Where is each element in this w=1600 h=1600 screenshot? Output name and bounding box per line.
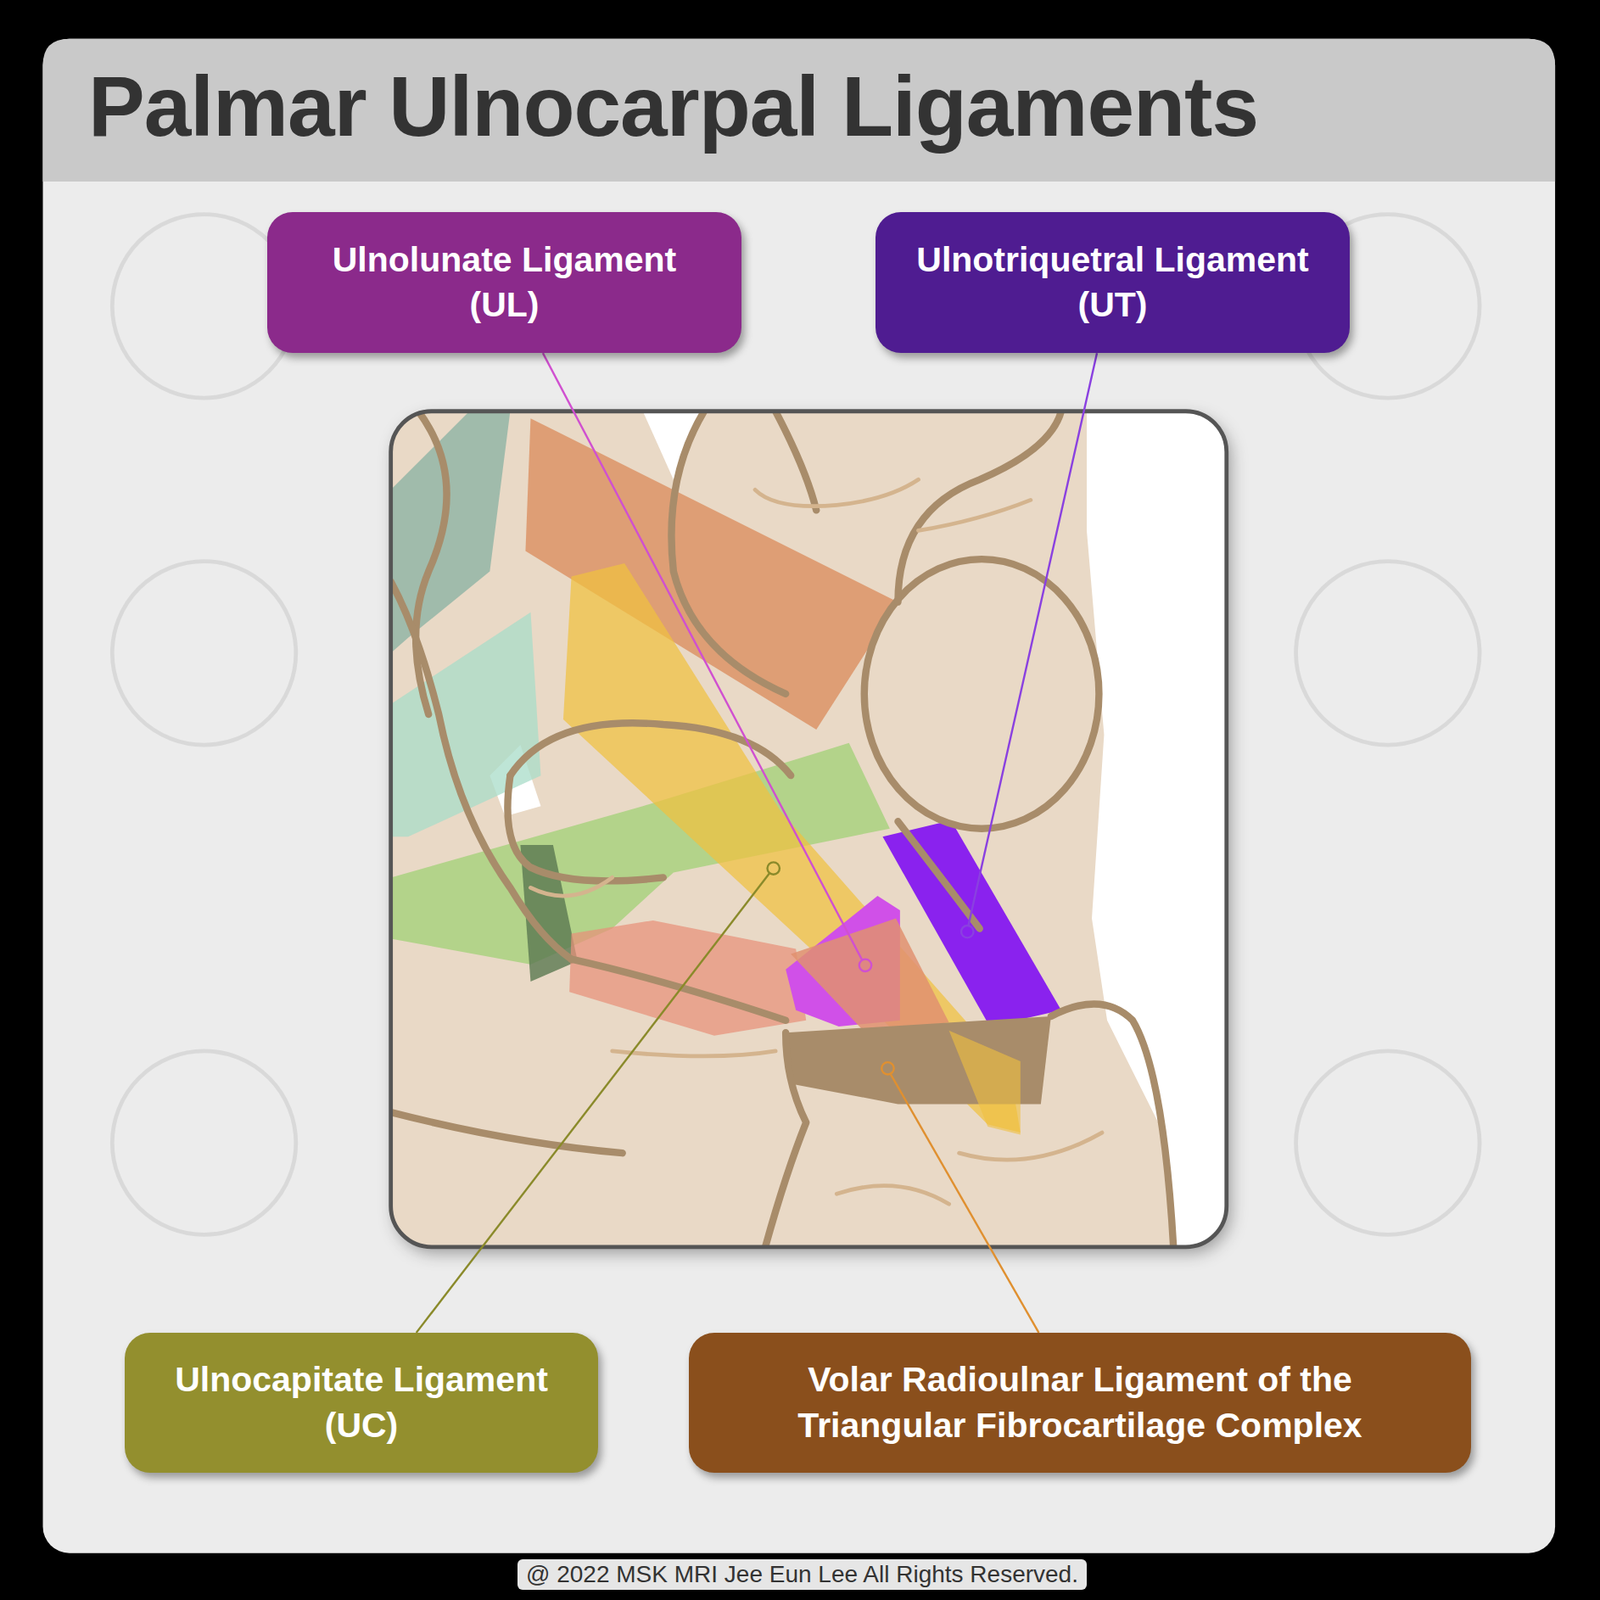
leader-lines	[416, 352, 1097, 1333]
callout-label: Ulnotriquetral Ligament (UT)	[909, 237, 1316, 329]
callout-box: Ulnotriquetral Ligament (UT)	[875, 212, 1350, 353]
copyright-caption: @ 2022 MSK MRI Jee Eun Lee All Rights Re…	[517, 1559, 1087, 1590]
callout-box: Ulnolunate Ligament (UL)	[267, 212, 742, 353]
wrist-drawing	[391, 411, 1227, 1248]
header-band	[43, 39, 1556, 182]
callout-box: Ulnocapitate Ligament (UC)	[124, 1332, 599, 1473]
callout-label: Volar Radioulnar Ligament of the Triangu…	[722, 1357, 1438, 1449]
callout-label: Ulnocapitate Ligament (UC)	[158, 1357, 565, 1449]
callout-box: Volar Radioulnar Ligament of the Triangu…	[688, 1332, 1472, 1473]
callout-label: Ulnolunate Ligament (UL)	[301, 237, 708, 329]
panel	[43, 39, 1556, 1554]
page-title: Palmar Ulnocarpal Ligaments	[88, 59, 1259, 153]
